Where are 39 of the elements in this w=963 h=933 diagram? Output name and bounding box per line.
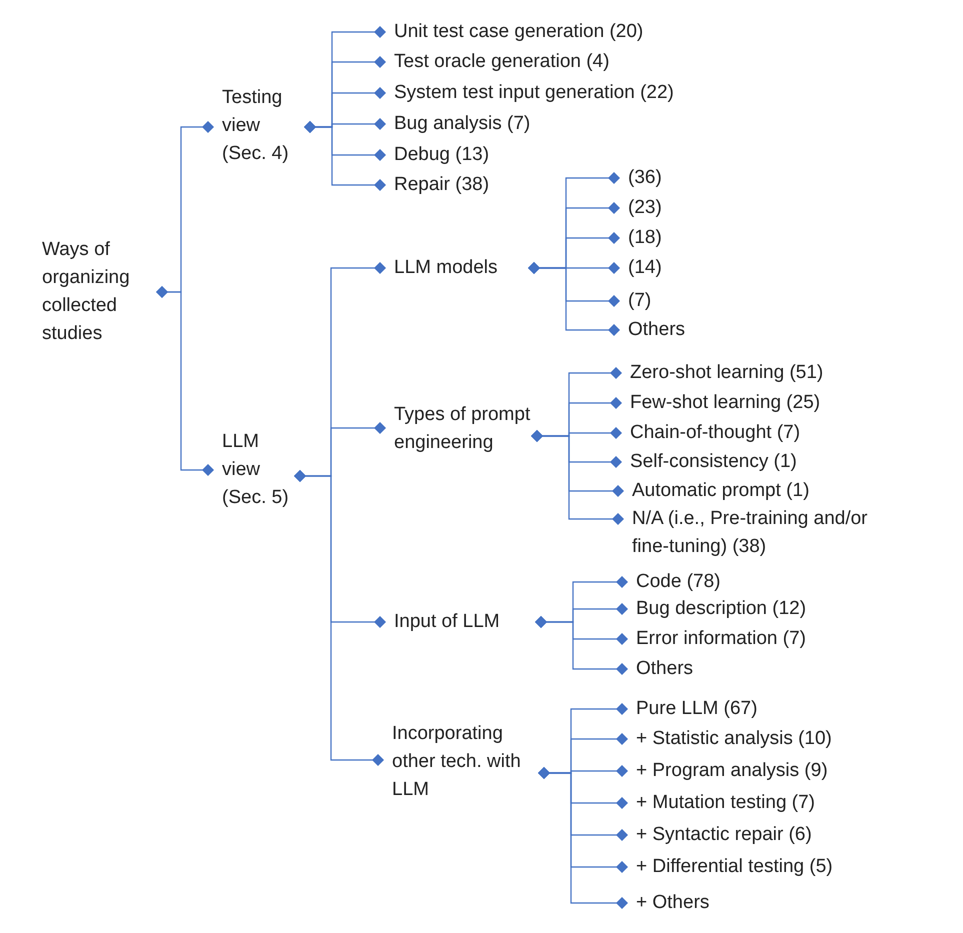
node-label: Automatic prompt (1) xyxy=(632,478,810,504)
node-label: (23) xyxy=(628,195,662,221)
node-label: Few-shot learning (25) xyxy=(630,390,820,416)
node-label: + Statistic analysis (10) xyxy=(636,726,832,752)
node-label: Input of LLM xyxy=(394,609,500,635)
node-label: (7) xyxy=(628,288,652,314)
node-label: Chain-of-thought (7) xyxy=(630,420,800,446)
node-label: Code (78) xyxy=(636,569,720,595)
node-label: Others xyxy=(636,656,694,682)
node-label: Ways of organizing collected studies xyxy=(42,236,154,348)
node-label: + Program analysis (9) xyxy=(636,758,828,784)
node-label: Bug analysis (7) xyxy=(394,111,530,137)
node-label: Debug (13) xyxy=(394,142,490,168)
node-label: Zero-shot learning (51) xyxy=(630,360,824,386)
connector-line xyxy=(535,616,628,675)
node-label: Others xyxy=(628,317,686,343)
node-label: Pure LLM (67) xyxy=(636,696,758,722)
node-label: Self-consistency (1) xyxy=(630,449,797,475)
connector-line xyxy=(156,286,214,476)
node-label: Repair (38) xyxy=(394,172,490,198)
node-label: (36) xyxy=(628,165,662,191)
node-label: + Mutation testing (7) xyxy=(636,790,816,816)
node-label: LLM view (Sec. 5) xyxy=(222,428,300,512)
node-label: Error information (7) xyxy=(636,626,806,652)
node-label: Incorporating other tech. with LLM xyxy=(392,720,537,804)
node-label: Test oracle generation (4) xyxy=(394,49,610,75)
node-label: LLM models xyxy=(394,255,498,281)
connector-line xyxy=(294,470,384,766)
node-label: Bug description (12) xyxy=(636,596,806,622)
node-label: + Syntactic repair (6) xyxy=(636,822,812,848)
node-label: (14) xyxy=(628,255,662,281)
node-label: N/A (i.e., Pre-training and/or fine-tuning) (38) xyxy=(632,505,882,561)
node-label: System test input generation (22) xyxy=(394,80,674,106)
node-label: Unit test case generation (20) xyxy=(394,19,644,45)
node-label: (18) xyxy=(628,225,662,251)
node-label: Testing view (Sec. 4) xyxy=(222,84,302,168)
node-label: Types of prompt engineering xyxy=(394,401,566,457)
node-label: + Others xyxy=(636,890,710,916)
node-label: + Differential testing (5) xyxy=(636,854,833,880)
